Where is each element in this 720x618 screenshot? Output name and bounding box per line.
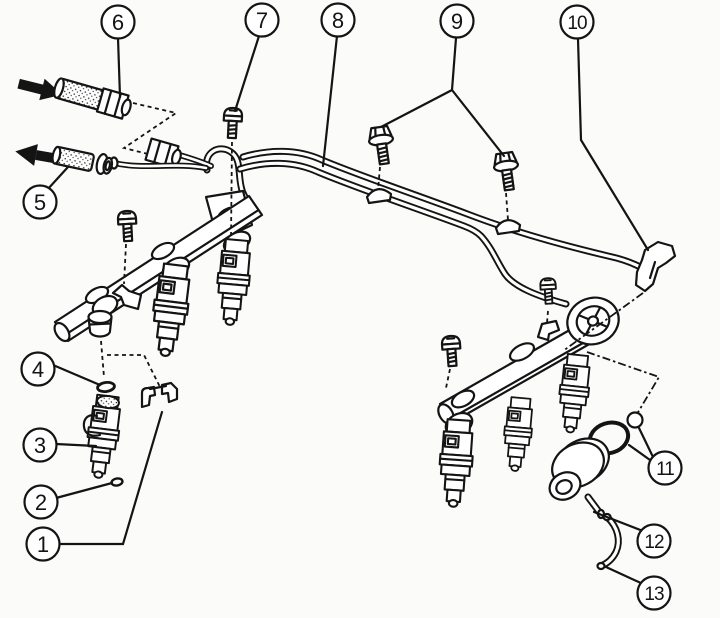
callout-2: 2	[23, 481, 114, 520]
injector-cap	[96, 394, 120, 410]
callout-11: 11	[627, 426, 683, 486]
pressure-regulator	[548, 437, 610, 520]
rail-hole	[508, 342, 536, 362]
callout-13: 13	[604, 565, 672, 611]
callout-1: 1	[25, 410, 164, 562]
svg-text:2: 2	[35, 490, 47, 515]
svg-text:3: 3	[34, 433, 46, 458]
clip-align-line	[107, 354, 161, 388]
bolt-axis	[377, 166, 381, 191]
injector-retainer-clip	[140, 381, 179, 409]
svg-text:10: 10	[567, 13, 587, 34]
callout-8: 8	[320, 2, 356, 168]
small-o-ring	[626, 411, 644, 429]
svg-text:6: 6	[112, 10, 124, 35]
callout-9: 9	[379, 3, 506, 158]
callout-4: 4	[20, 351, 102, 387]
return-hose	[51, 145, 95, 172]
hose-collar	[95, 153, 114, 175]
line-clamp	[494, 219, 522, 236]
fuel-rail-left	[53, 137, 264, 359]
bolt-axis	[505, 192, 509, 221]
bolt-axis	[546, 310, 549, 324]
rail-bracket	[536, 319, 561, 342]
fuel-supply-lines	[236, 147, 646, 308]
rail-hole	[150, 241, 176, 261]
svg-text:1: 1	[37, 532, 49, 557]
svg-text:4: 4	[32, 357, 44, 382]
svg-text:9: 9	[451, 9, 463, 34]
svg-text:13: 13	[644, 584, 664, 605]
port-cap	[87, 309, 113, 338]
bolt-axis	[445, 368, 451, 389]
alignment-line	[586, 351, 661, 415]
line-clamp	[365, 188, 393, 205]
callout-3: 3	[22, 427, 98, 463]
callout-12: 12	[592, 510, 672, 559]
callout-7: 7	[233, 2, 280, 113]
bolt-axis	[123, 243, 127, 285]
rail-bracket	[111, 283, 143, 311]
rail-hole	[450, 389, 476, 409]
svg-text:5: 5	[34, 190, 46, 215]
callout-6: 6	[100, 4, 136, 99]
injector-connector-loop	[82, 414, 102, 437]
fuel-rail-right	[435, 296, 620, 509]
injector-axis	[100, 340, 105, 378]
molded-connector	[634, 240, 677, 293]
bolt-axis	[230, 141, 233, 240]
hose-connect-line	[121, 102, 179, 155]
callout-5: 5	[22, 165, 70, 220]
callout-10: 10	[559, 4, 650, 252]
rail-end-cap	[53, 321, 71, 343]
svg-text:12: 12	[644, 532, 664, 553]
regulator-flange	[566, 296, 620, 346]
svg-text:7: 7	[256, 8, 268, 33]
svg-text:8: 8	[332, 8, 344, 33]
o-ring-upper	[96, 380, 116, 394]
svg-text:11: 11	[656, 459, 674, 480]
